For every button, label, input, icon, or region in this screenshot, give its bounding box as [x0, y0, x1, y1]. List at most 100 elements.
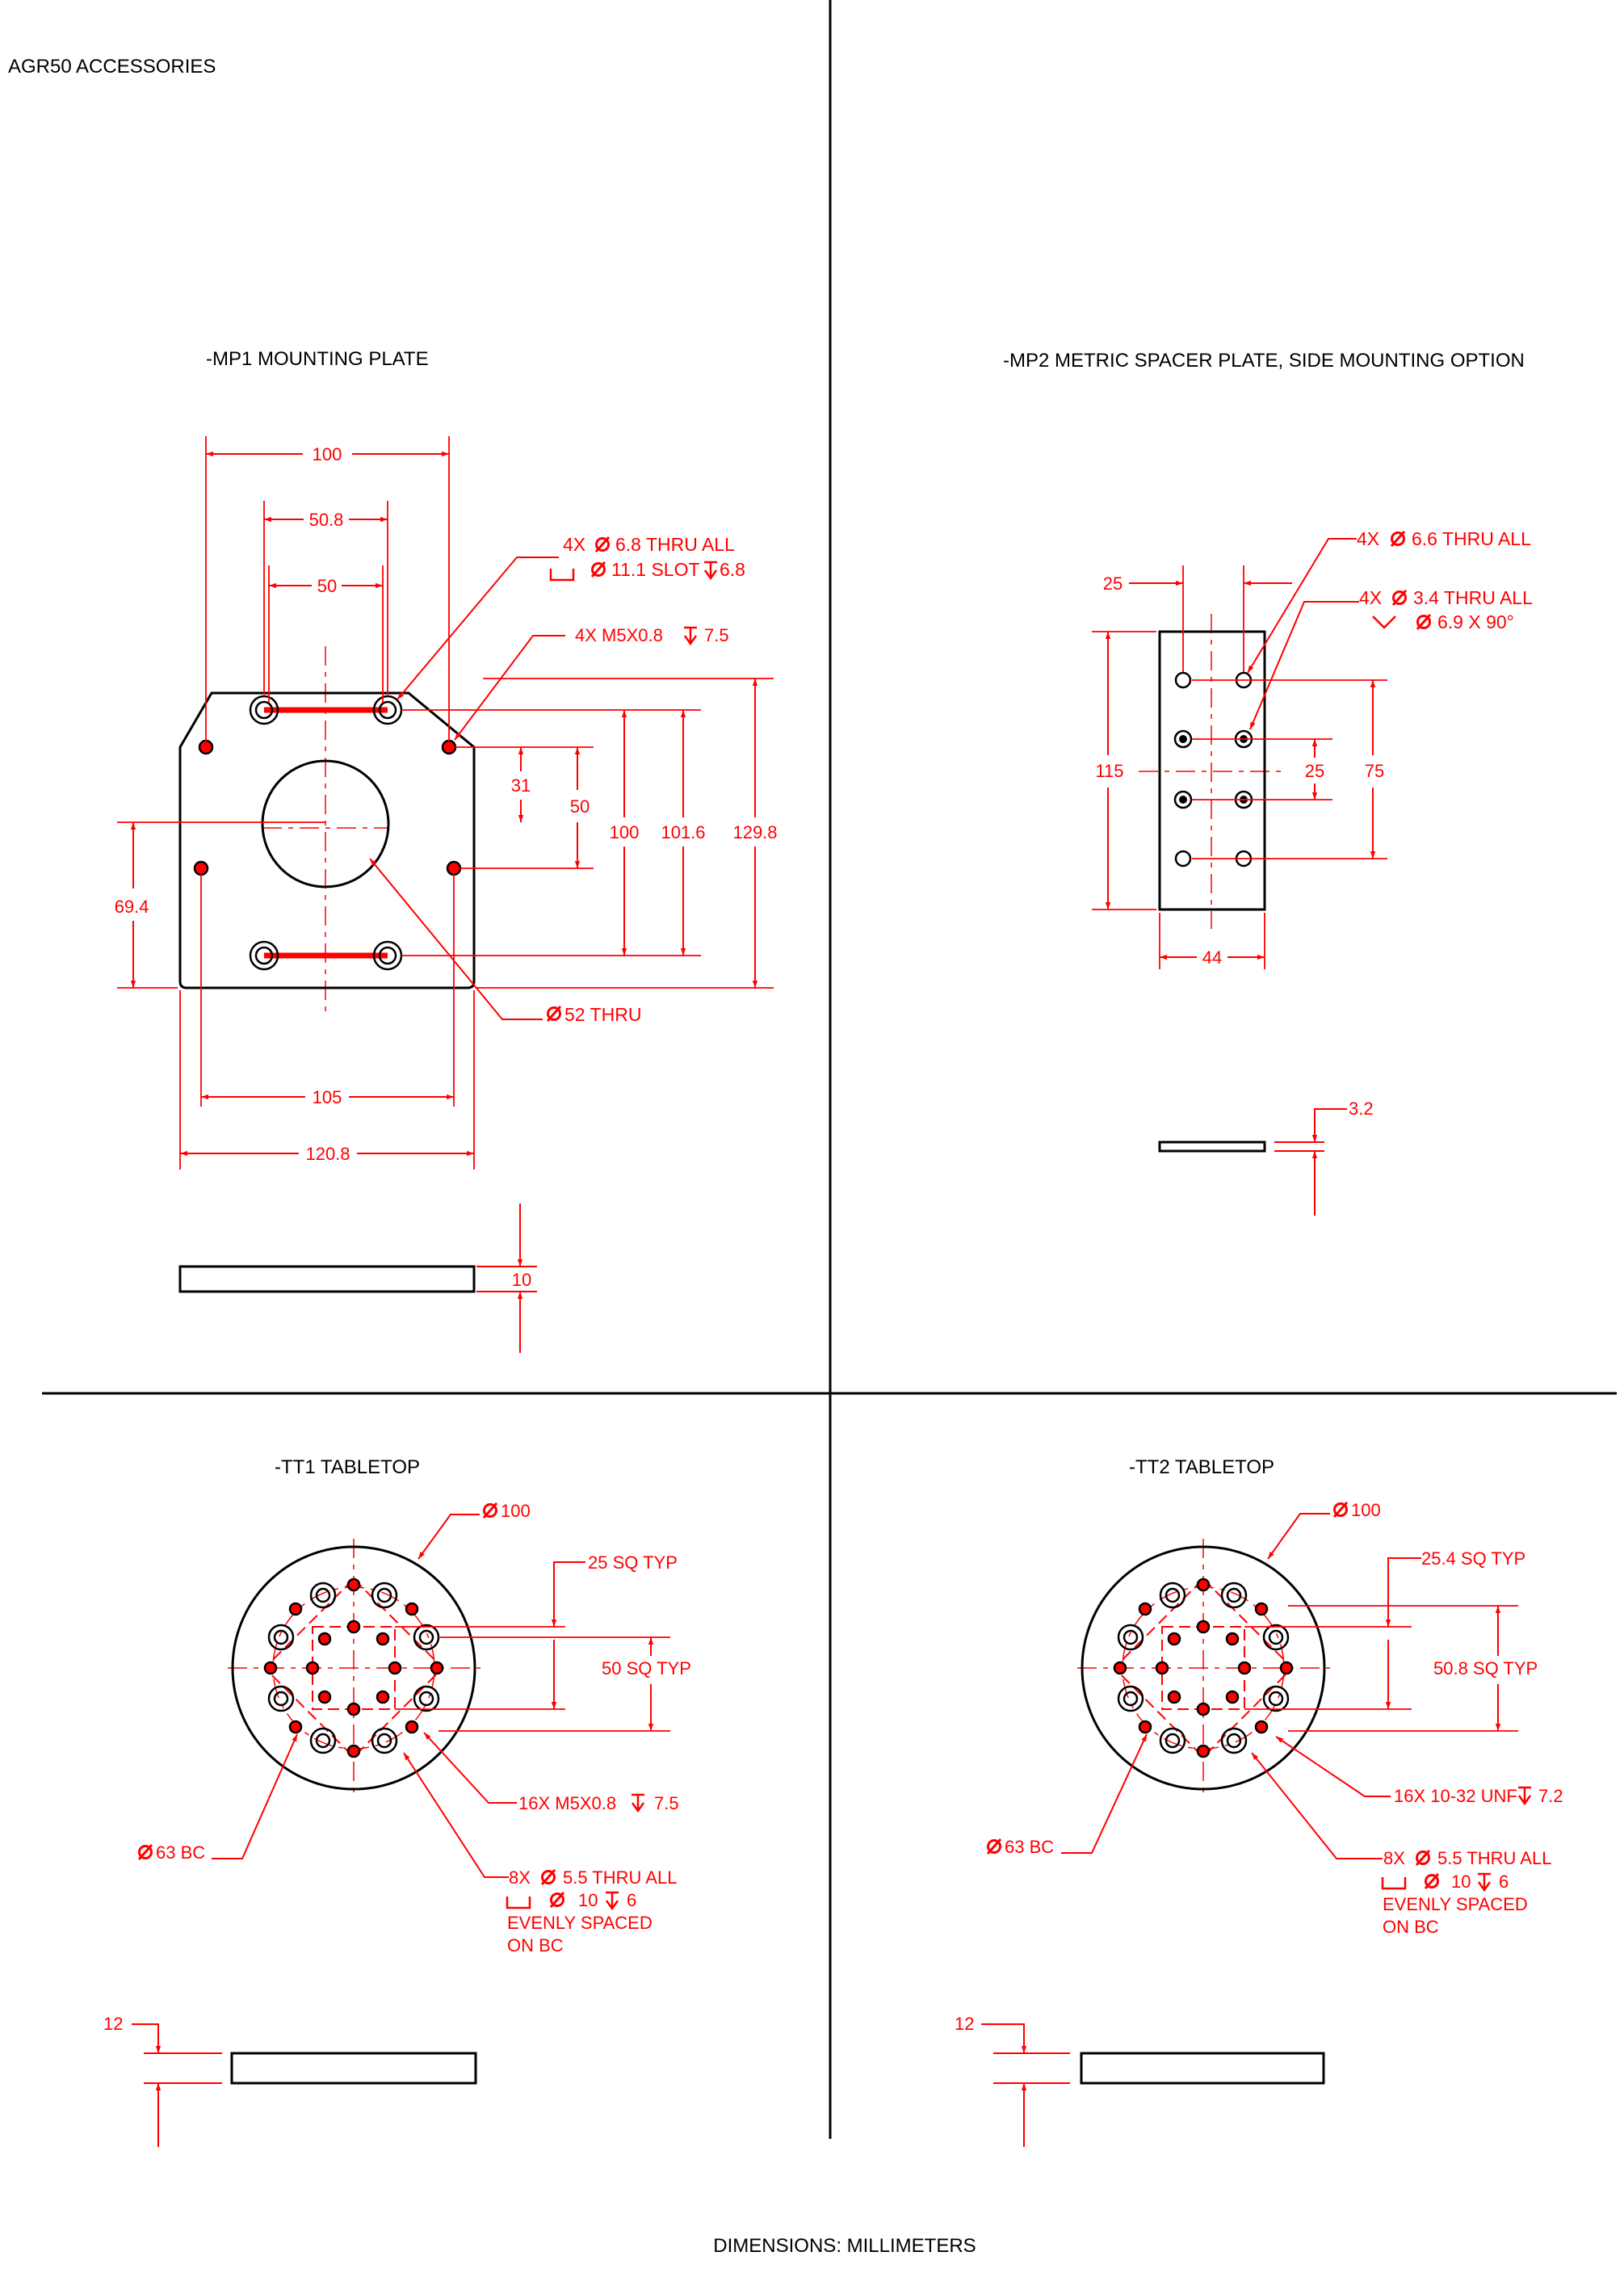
tt1-extension-lines [395, 1626, 670, 1732]
tt1-note-onbc: ON BC [507, 1935, 564, 1956]
diameter-symbol [549, 1891, 565, 1909]
mp2-note-1-thru: 6.6 THRU ALL [1412, 528, 1531, 549]
diameter-symbol [1424, 1872, 1440, 1890]
mp1-dimension-text: 100 50.8 50 31 50 100 101.6 129.8 69.4 1… [115, 444, 778, 1164]
tt2-note-cbore-depth: 6 [1499, 1872, 1509, 1892]
mp1-dimension-lines [130, 451, 758, 1157]
tt1-dim-thickness: 12 [103, 2014, 123, 2034]
tt2-note-tapped: 16X 10-32 UNF [1394, 1786, 1517, 1806]
tt2-note-evenly: EVENLY SPACED [1383, 1894, 1528, 1914]
tt1-dimension-lines [212, 1514, 654, 1878]
counterbore-symbol [1381, 1876, 1407, 1890]
diameter-symbol [986, 1838, 1002, 1855]
dimensions-units: DIMENSIONS: MILLIMETERS [713, 2235, 976, 2257]
tt2-note-onbc: ON BC [1383, 1917, 1439, 1937]
depth-symbol [604, 1891, 620, 1910]
tt2-side-view [1080, 2052, 1325, 2085]
tt2-dimension-lines [1061, 1513, 1501, 1859]
diameter-symbol [1332, 1501, 1349, 1519]
counterbore-symbol [549, 567, 575, 582]
mp1-dim-50-vertical: 50 [570, 796, 590, 817]
tt1-dim-diameter: 100 [501, 1501, 531, 1521]
mp2-note-3-countersink: 6.9 X 90° [1437, 611, 1514, 632]
tt1-dim-25-sq: 25 SQ TYP [588, 1552, 678, 1573]
sheet-frame [42, 0, 1617, 2139]
mp1-view: -MP1 MOUNTING PLATE [115, 348, 778, 1353]
mp1-extension-lines [117, 436, 774, 1170]
tt1-note-cbore: 10 [578, 1890, 598, 1910]
tt1-note-cbore-depth: 6 [627, 1890, 636, 1910]
mp2-note-1-count: 4X [1357, 528, 1379, 549]
mp2-plate-outline [1158, 630, 1266, 911]
mp1-center-bore [261, 759, 390, 889]
mp1-dim-100-vertical: 100 [610, 822, 640, 842]
depth-symbol [703, 561, 719, 580]
mp2-dim-115: 115 [1095, 761, 1123, 781]
depth-symbol [1517, 1786, 1533, 1805]
tt2-note-thru: 5.5 THRU ALL [1437, 1848, 1551, 1868]
depth-symbol [1476, 1872, 1492, 1892]
tt1-note-thru: 5.5 THRU ALL [563, 1867, 677, 1888]
tt1-view: -TT1 TABLETOP [103, 1456, 691, 2147]
mp1-dim-50-8: 50.8 [309, 510, 344, 530]
tt1-thickness-dim [132, 2023, 222, 2147]
mp2-side-view [1158, 1141, 1266, 1153]
tt1-dim-50-sq: 50 SQ TYP [602, 1658, 691, 1678]
tt2-note-cbore: 10 [1451, 1872, 1471, 1892]
mp1-side-view [178, 1265, 476, 1293]
mp2-note-2-thru: 3.4 THRU ALL [1413, 587, 1533, 608]
mp1-dim-50: 50 [317, 576, 337, 596]
tt1-outline [231, 1545, 476, 1791]
mp1-note-tapped: 4X M5X0.8 [575, 625, 663, 645]
depth-symbol [682, 626, 699, 645]
tt2-dim-50-8-sq: 50.8 SQ TYP [1433, 1658, 1538, 1678]
mp2-note-2-count: 4X [1359, 587, 1382, 608]
countersink-symbol [1371, 615, 1397, 629]
diameter-symbol [590, 561, 606, 578]
diameter-symbol [594, 536, 611, 553]
mp1-leaders [369, 557, 565, 1020]
tt2-dim-diameter: 100 [1351, 1500, 1381, 1520]
tt1-note-thru-count: 8X [509, 1867, 531, 1888]
mp2-extension-lines [1092, 565, 1387, 969]
diameter-symbol [546, 1005, 562, 1023]
diameter-symbol [1390, 530, 1406, 548]
mp2-view: -MP2 METRIC SPACER PLATE, SIDE MOUNTING … [1003, 350, 1533, 1216]
tt2-thickness-dim [981, 2023, 1070, 2147]
tt1-side-view [230, 2052, 477, 2085]
mp1-dim-10: 10 [512, 1270, 531, 1290]
mp1-dim-100-top: 100 [313, 444, 342, 464]
mp2-dim-75: 75 [1365, 761, 1384, 781]
tt2-counterbore-holes [1117, 1582, 1290, 1754]
diameter-symbol [1415, 1849, 1431, 1867]
mp2-holes [1173, 671, 1253, 868]
mp2-dimension-text: 25 115 25 75 44 [1095, 573, 1384, 968]
counterbore-symbol [506, 1895, 531, 1909]
tt2-title: -TT2 TABLETOP [1129, 1456, 1274, 1478]
mp1-dim-69-4: 69.4 [115, 897, 149, 917]
mp2-dim-25-vertical: 25 [1305, 761, 1324, 781]
mp2-dim-3-2: 3.2 [1349, 1099, 1374, 1119]
diameter-symbol [137, 1843, 153, 1861]
mp1-title: -MP1 MOUNTING PLATE [206, 348, 429, 370]
mp1-note-tapped-depth: 7.5 [704, 625, 729, 645]
mp1-dim-120-8: 120.8 [305, 1144, 350, 1164]
diameter-symbol [482, 1502, 498, 1519]
tt1-note-evenly: EVENLY SPACED [507, 1913, 653, 1933]
tt2-view: -TT2 TABLETOP [955, 1456, 1563, 2147]
diameter-symbol [1416, 613, 1432, 631]
sheet-title: AGR50 ACCESSORIES [8, 56, 216, 78]
mp2-dim-25-top: 25 [1103, 573, 1123, 594]
mp1-note-holes-count: 4X [563, 534, 585, 555]
tt2-dim-bc: 63 BC [1005, 1837, 1054, 1857]
mp2-dim-44: 44 [1202, 947, 1222, 968]
tt2-outline [1081, 1545, 1326, 1791]
tt1-dim-bc: 63 BC [156, 1842, 205, 1863]
mp2-title: -MP2 METRIC SPACER PLATE, SIDE MOUNTING … [1003, 350, 1525, 372]
diameter-symbol [1391, 589, 1408, 607]
mp1-dim-129-8: 129.8 [732, 822, 777, 842]
tt1-tapped-holes [263, 1578, 444, 1758]
tt2-dim-25-4-sq: 25.4 SQ TYP [1421, 1548, 1525, 1569]
tt2-dim-thickness: 12 [955, 2014, 974, 2034]
